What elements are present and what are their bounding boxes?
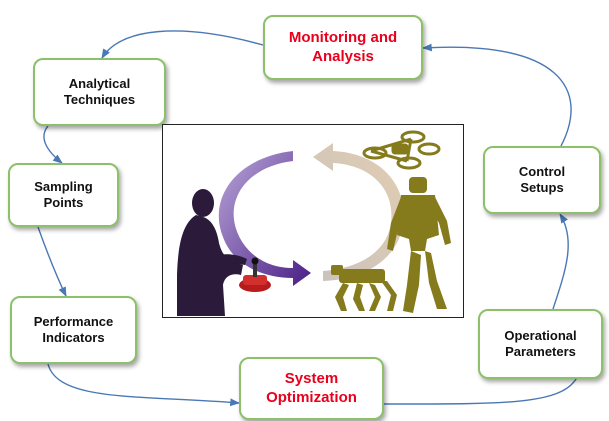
control-setups-label: Control Setups <box>518 163 566 195</box>
analytical-techniques-box: Analytical Techniques <box>33 58 166 126</box>
quadcopter-drone-icon <box>362 130 441 170</box>
analytical-techniques-label: Analytical Techniques <box>63 75 136 107</box>
operational-parameters-label: Operational Parameters <box>504 327 577 359</box>
quadruped-robot-icon <box>331 265 397 311</box>
beige-cycle-arrow <box>313 143 404 281</box>
human-robot-illustration <box>162 124 464 318</box>
system-optimization-label: System Optimization <box>266 369 357 406</box>
human-operator-icon <box>177 189 247 316</box>
performance-indicators-box: Performance Indicators <box>10 296 137 364</box>
sampling-points-box: Sampling Points <box>8 163 119 227</box>
connector-operational-to-control <box>552 213 569 310</box>
joystick-icon <box>239 257 271 292</box>
control-setups-box: Control Setups <box>483 146 601 214</box>
system-optimization-box: System Optimization <box>239 357 384 420</box>
monitoring-analysis-label: Monitoring and Analysis <box>288 28 398 65</box>
connector-performance-to-system <box>47 363 240 407</box>
humanoid-robot-icon <box>387 177 451 313</box>
monitoring-analysis-box: Monitoring and Analysis <box>263 15 423 80</box>
operational-parameters-box: Operational Parameters <box>478 309 603 379</box>
purple-cycle-arrow <box>218 151 311 286</box>
connector-control-to-monitoring <box>422 43 572 147</box>
sampling-points-label: Sampling Points <box>34 178 93 210</box>
performance-indicators-label: Performance Indicators <box>33 313 114 345</box>
connector-analytical-to-sampling <box>43 125 63 164</box>
connector-monitoring-to-analytical <box>101 30 264 59</box>
connector-sampling-to-performance <box>37 226 67 297</box>
